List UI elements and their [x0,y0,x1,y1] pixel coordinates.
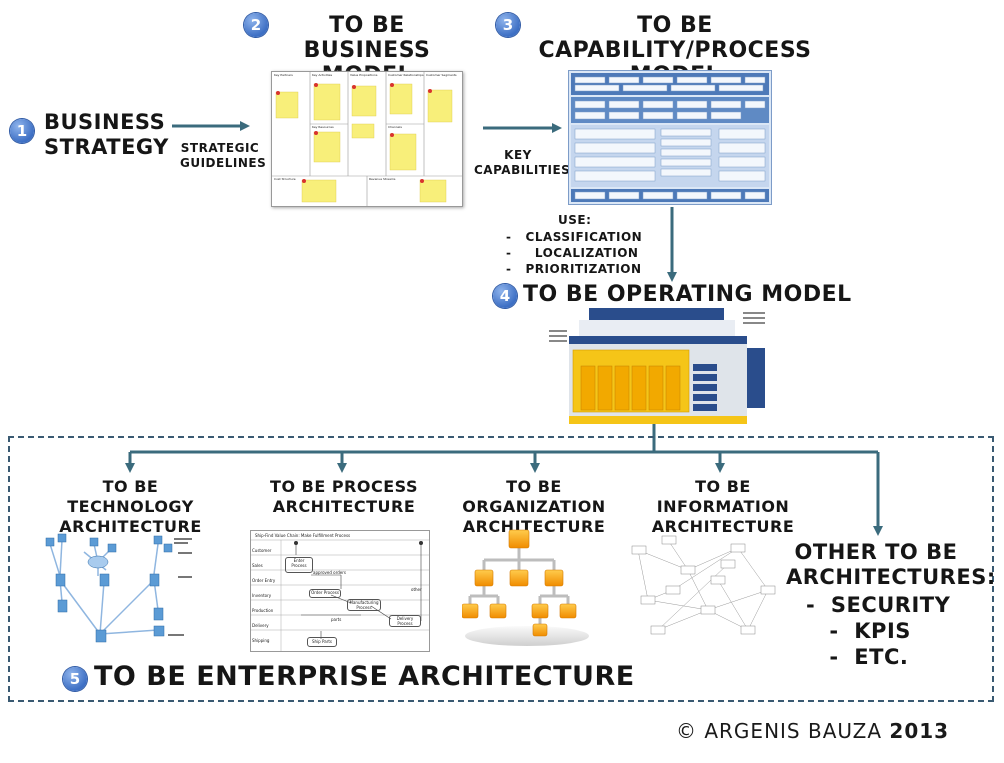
canvas-key-activities: Key Activities [312,73,333,77]
canvas-channels: Channels [388,125,402,129]
canvas-key-resources: Key Resources [312,125,334,129]
business-model-canvas: Key Partners Key Activities Value Propos… [271,71,463,207]
use-list: - CLASSIFICATION - LOCALIZATION - PRIORI… [506,229,642,277]
canvas-customer-segments: Customer Segments [426,73,457,77]
other-architectures-title: OTHER TO BE ARCHITECTURES: [786,540,996,589]
use-item-prioritization: PRIORITIZATION [525,262,642,276]
canvas-customer-relationships: Customer Relationships [388,73,424,77]
other-item: - KPIS [806,619,911,643]
business-strategy-title: BUSINESS STRATEGY [44,110,169,159]
flow-note: approved orders [313,570,346,575]
strategic-guidelines-label: STRATEGIC GUIDELINES [180,141,267,170]
capability-process-model-thumbnail [568,70,772,205]
org-chart-svg [462,529,589,646]
flow-note: other [411,587,422,592]
canvas-cost-structure: Cost Structure [274,177,296,181]
lane-label: Production [252,608,274,613]
other-item-kpis: KPIS [854,619,911,643]
use-item: - CLASSIFICATION [506,230,643,244]
process-box: Ship Parts [307,637,337,647]
information-data-model-graphic [628,530,782,642]
step-4-badge: 4 [493,284,517,308]
technology-network-diagram [38,530,228,654]
use-heading: USE: [558,213,592,227]
lane-label: Sales [252,563,263,568]
copyright-text: © ARGENIS BAUZA [676,719,883,743]
technology-architecture-title: TO BE TECHNOLOGY ARCHITECTURE [59,477,202,536]
canvas-revenue-streams: Revenue Streams [369,177,396,181]
other-item: - ETC. [806,645,909,669]
organization-architecture-title: TO BE ORGANIZATION ARCHITECTURE [462,477,606,536]
process-swimlane-diagram: Ship-Find Value Chain: Make Fulfillment … [250,530,430,652]
process-box: Order Process [309,589,341,598]
operating-model-title: TO BE OPERATING MODEL [523,282,852,307]
other-item: - SECURITY [806,593,951,617]
operating-model-graphic [549,308,765,424]
enterprise-architecture-title: TO BE ENTERPRISE ARCHITECTURE [94,661,635,692]
process-box: Delivery Process [389,615,421,627]
capability-grid [571,73,769,202]
data-model-svg [631,535,776,635]
operating-model-thumbnail [547,308,769,424]
process-box: Manufacturing Process [347,599,381,611]
network-graphic [45,533,192,643]
canvas-key-partners: Key Partners [274,73,293,77]
lane-label: Shipping [252,638,270,643]
information-architecture-title: TO BE INFORMATION ARCHITECTURE [651,477,795,536]
swimlane-header: Ship-Find Value Chain: Make Fulfillment … [255,533,351,538]
organization-chart-graphic [462,526,592,648]
lane-label: Order Entry [252,578,276,583]
canvas-value-propositions: Value Propositions [350,73,378,77]
use-item: - PRIORITIZATION [506,262,642,276]
use-item-localization: LOCALIZATION [534,246,639,260]
process-architecture-title: TO BE PROCESS ARCHITECTURE [270,477,418,516]
use-item-classification: CLASSIFICATION [525,230,643,244]
step-1-badge: 1 [10,119,34,143]
other-item-etc: ETC. [854,645,909,669]
other-architectures-list: - SECURITY - KPIS - ETC. [806,592,950,670]
flow-note: parts [331,617,342,622]
lane-label: Delivery [252,623,269,628]
process-box: Enter Process [285,557,313,573]
step-5-badge: 5 [63,667,87,691]
canvas-grid [272,72,462,206]
lane-label: Customer [252,548,272,553]
copyright-year: 2013 [889,719,950,743]
use-item: - LOCALIZATION [506,246,639,260]
step-2-badge: 2 [244,13,268,37]
swimlane-lanes: Customer Sales Order Entry Inventory Pro… [252,543,280,648]
copyright: © ARGENIS BAUZA 2013 [676,718,949,744]
other-item-security: SECURITY [830,593,951,617]
step-3-badge: 3 [496,13,520,37]
enterprise-architecture-container [8,436,994,702]
lane-label: Inventory [252,593,272,598]
key-capabilities-label: KEY CAPABILITIES [474,148,571,177]
